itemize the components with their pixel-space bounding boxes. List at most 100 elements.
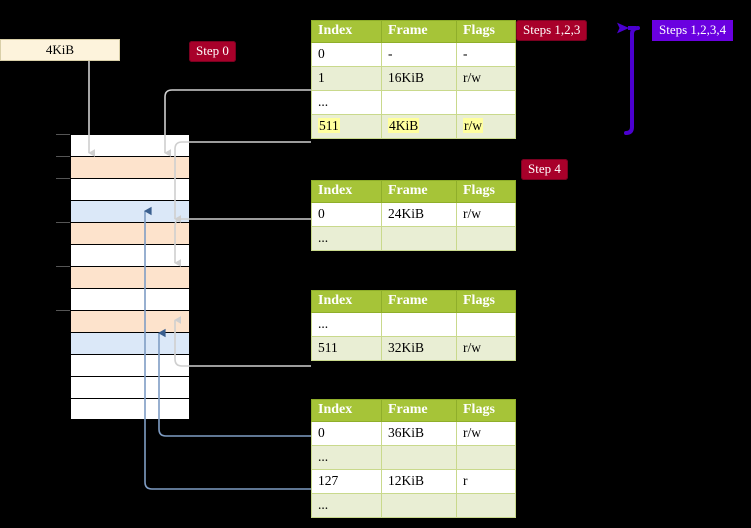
memory-frame-row — [70, 310, 190, 332]
memory-frame-row — [70, 244, 190, 266]
column-header-index: Index — [311, 290, 382, 313]
table-row: ... — [311, 493, 516, 518]
cell-frame: 4KiB — [381, 114, 457, 139]
cell-index: ... — [311, 493, 382, 518]
cell-index: ... — [311, 226, 382, 251]
cell-frame: 16KiB — [381, 66, 457, 91]
table-row: ... — [311, 312, 516, 337]
cell-frame: 32KiB — [381, 336, 457, 361]
steps-1234-label: Steps 1,2,3,4 — [659, 22, 727, 37]
memory-frame-row — [70, 376, 190, 398]
column-header-flags: Flags — [456, 399, 516, 422]
cell-index: 0 — [311, 202, 382, 227]
cell-index: 511 — [311, 336, 382, 361]
memory-frame-row — [70, 332, 190, 354]
memory-row-tick — [56, 156, 70, 157]
memory-row-tick — [56, 178, 70, 179]
cell-index: 0 — [311, 42, 382, 67]
cell-frame: 24KiB — [381, 202, 457, 227]
wire-table1-row511-to-memory — [174, 141, 311, 223]
memory-frame-row — [70, 354, 190, 376]
cell-flags — [456, 493, 516, 518]
column-header-flags: Flags — [456, 290, 516, 313]
cell-flags: r/w — [456, 421, 516, 446]
cell-frame — [381, 493, 457, 518]
cell-index: 127 — [311, 469, 382, 494]
cell-index: ... — [311, 312, 382, 337]
column-header-index: Index — [311, 399, 382, 422]
highlighted-value: 511 — [318, 118, 340, 133]
cell-index: ... — [311, 90, 382, 115]
memory-size-label: 4KiB — [45, 42, 75, 57]
step-4-badge: Step 4 — [521, 159, 568, 180]
cell-frame — [381, 445, 457, 470]
memory-row-tick — [56, 222, 70, 223]
cell-index: 0 — [311, 421, 382, 446]
column-header-index: Index — [311, 20, 382, 43]
steps-1234-badge: Steps 1,2,3,4 — [652, 20, 734, 41]
cell-frame — [381, 90, 457, 115]
table-row: 0-- — [311, 42, 516, 67]
column-header-flags: Flags — [456, 180, 516, 203]
cell-frame: 36KiB — [381, 421, 457, 446]
step-0-label: Step 0 — [196, 43, 229, 58]
memory-frame-row — [70, 266, 190, 288]
memory-size-box: 4KiB — [0, 39, 120, 61]
column-header-frame: Frame — [381, 20, 457, 43]
cell-flags — [456, 312, 516, 337]
wire-table3-row511-to-memory — [174, 316, 311, 367]
column-header-frame: Frame — [381, 290, 457, 313]
steps-123-badge: Steps 1,2,3 — [516, 20, 588, 41]
table-row: ... — [311, 226, 516, 251]
cell-flags: r/w — [456, 336, 516, 361]
table-row: 511 4KiB r/w — [311, 114, 516, 139]
physical-memory-column — [56, 134, 190, 420]
cell-index: 1 — [311, 66, 382, 91]
table-row: ... — [311, 445, 516, 470]
highlighted-value: 4KiB — [388, 118, 420, 133]
cell-frame: - — [381, 42, 457, 67]
memory-row-tick — [56, 310, 70, 311]
wire-table2-row0-to-memory — [174, 218, 311, 267]
cell-frame: 12KiB — [381, 469, 457, 494]
memory-frame-row — [70, 398, 190, 420]
highlighted-value: r/w — [463, 118, 483, 133]
column-header-index: Index — [311, 180, 382, 203]
memory-frame-row — [70, 178, 190, 200]
memory-row-tick — [56, 134, 70, 135]
memory-frame-row — [70, 156, 190, 178]
table-row: ... — [311, 90, 516, 115]
cell-frame — [381, 312, 457, 337]
steps-123-label: Steps 1,2,3 — [523, 22, 581, 37]
cell-flags: r/w — [456, 114, 516, 139]
cell-index: ... — [311, 445, 382, 470]
column-header-flags: Flags — [456, 20, 516, 43]
memory-frame-row — [70, 134, 190, 156]
memory-frame-row — [70, 200, 190, 222]
step-0-badge: Step 0 — [189, 41, 236, 62]
cell-flags: r/w — [456, 202, 516, 227]
step-4-label: Step 4 — [528, 161, 561, 176]
cell-flags: r — [456, 469, 516, 494]
violet-bracket — [624, 26, 640, 135]
column-header-frame: Frame — [381, 399, 457, 422]
cell-index: 511 — [311, 114, 382, 139]
memory-frame-row — [70, 222, 190, 244]
column-header-frame: Frame — [381, 180, 457, 203]
cell-flags — [456, 445, 516, 470]
cell-flags — [456, 90, 516, 115]
cell-frame — [381, 226, 457, 251]
